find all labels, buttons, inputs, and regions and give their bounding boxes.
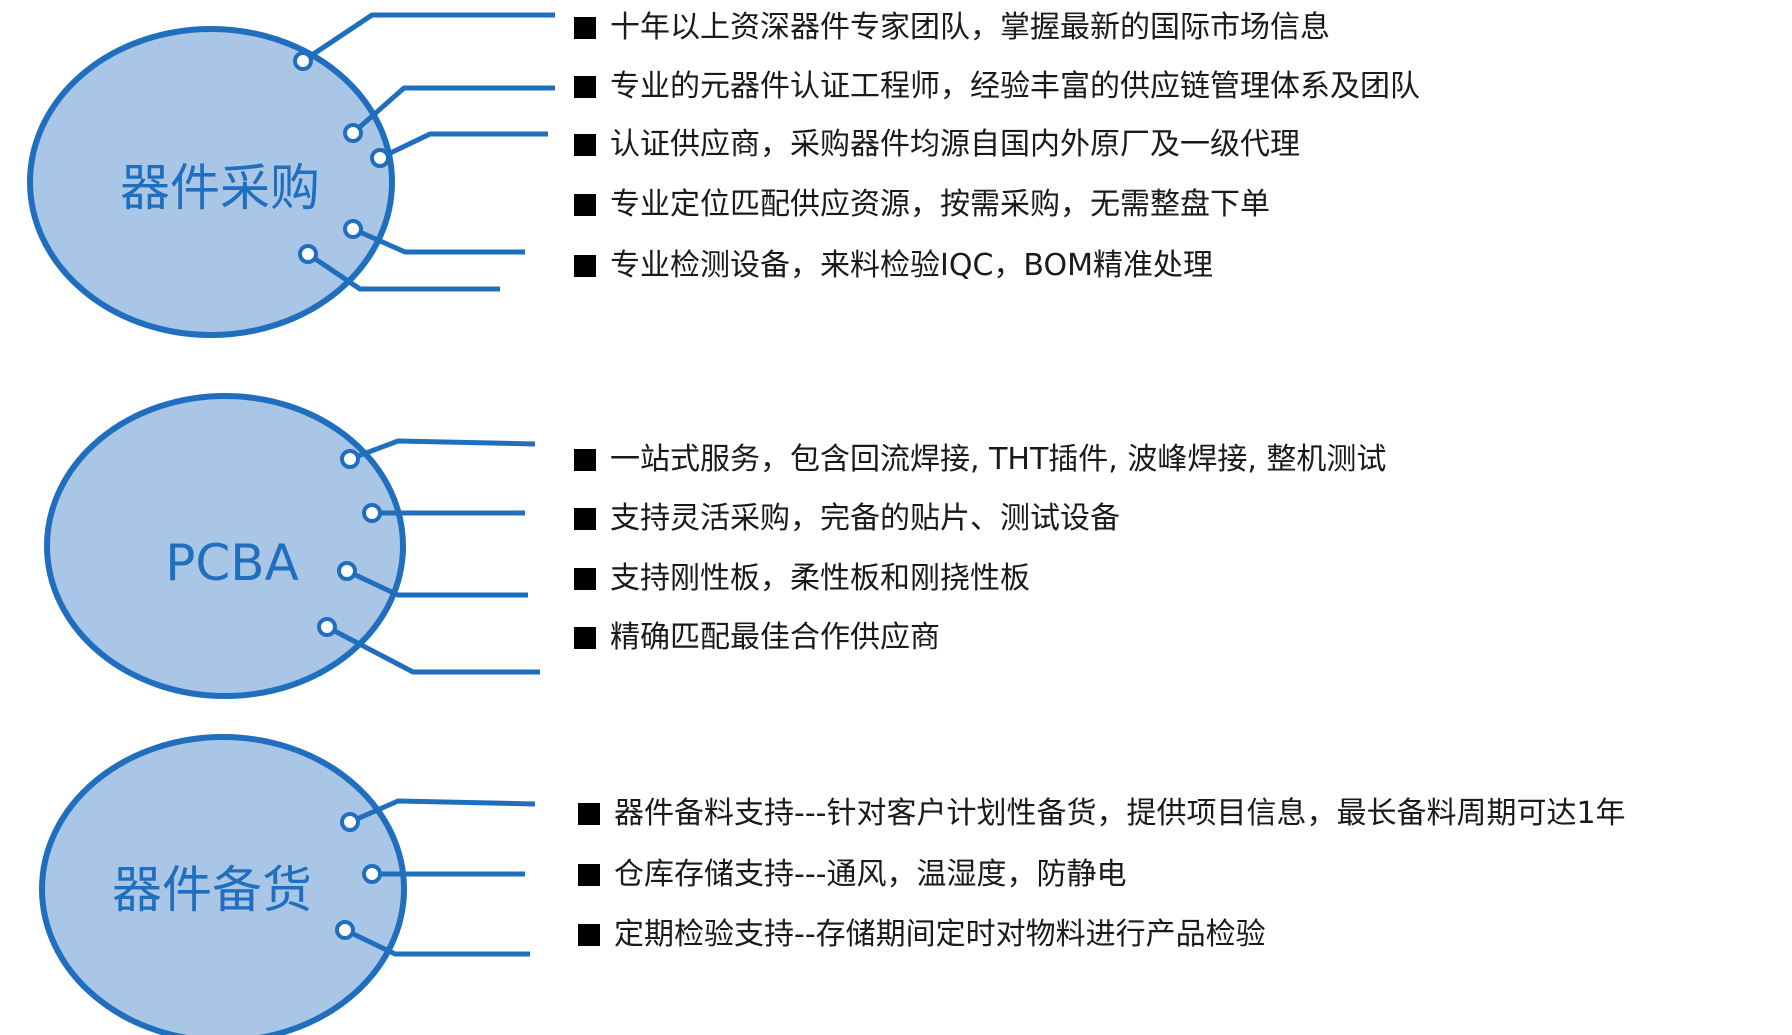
list-item: 专业的元器件认证工程师，经验丰富的供应链管理体系及团队	[574, 69, 1420, 105]
black-square-bullet-icon	[578, 864, 600, 886]
black-square-bullet-icon	[574, 134, 596, 156]
procurement-connector-dot-5	[298, 244, 318, 264]
black-square-bullet-icon	[574, 17, 596, 39]
list-item-text: 支持灵活采购，完备的贴片、测试设备	[610, 501, 1120, 536]
list-item-text: 器件备料支持---针对客户计划性备货，提供项目信息，最长备料周期可达1年	[614, 796, 1626, 831]
group-procurement: 器件采购	[27, 12, 555, 338]
list-item: 十年以上资深器件专家团队，掌握最新的国际市场信息	[574, 10, 1330, 46]
procurement-connector-1	[301, 12, 555, 64]
list-item-text: 一站式服务，包含回流焊接, THT插件, 波峰焊接, 整机测试	[610, 442, 1387, 477]
list-item-text: 认证供应商，采购器件均源自国内外原厂及一级代理	[610, 127, 1300, 162]
stocking-connector-dot-1	[340, 812, 360, 832]
pcba-connector-dot-1	[340, 449, 360, 469]
list-item: 认证供应商，采购器件均源自国内外原厂及一级代理	[574, 127, 1300, 163]
list-item: 专业检测设备，来料检验IQC，BOM精准处理	[574, 248, 1213, 284]
list-item: 支持灵活采购，完备的贴片、测试设备	[574, 501, 1120, 537]
list-item: 专业定位匹配供应资源，按需采购，无需整盘下单	[574, 187, 1270, 223]
group-stocking: 器件备货	[39, 734, 536, 1035]
procurement-connector-5	[306, 251, 500, 292]
black-square-bullet-icon	[574, 255, 596, 277]
procurement-connector-dot-4	[343, 219, 363, 239]
procurement-connector-dot-2	[343, 123, 363, 143]
procurement-connector-2	[351, 85, 555, 135]
list-item-text: 专业检测设备，来料检验IQC，BOM精准处理	[610, 248, 1213, 283]
stocking-connector-dot-3	[335, 920, 355, 940]
black-square-bullet-icon	[578, 924, 600, 946]
procurement-connector-dot-3	[370, 148, 390, 168]
pcba-connector-1	[349, 438, 536, 462]
list-item: 精确匹配最佳合作供应商	[574, 620, 940, 656]
list-item-text: 专业的元器件认证工程师，经验丰富的供应链管理体系及团队	[610, 69, 1420, 104]
black-square-bullet-icon	[574, 627, 596, 649]
pcba-connector-dot-4	[317, 617, 337, 637]
pcba-connector-3	[345, 568, 528, 598]
pcba-connector-dot-3	[337, 561, 357, 581]
stocking-connector-1	[348, 798, 536, 825]
procurement-connector-dot-1	[293, 51, 313, 71]
black-square-bullet-icon	[574, 76, 596, 98]
black-square-bullet-icon	[574, 508, 596, 530]
list-item: 支持刚性板，柔性板和刚挠性板	[574, 561, 1030, 597]
list-item-text: 定期检验支持--存储期间定时对物料进行产品检验	[614, 917, 1266, 952]
list-item-text: 专业定位匹配供应资源，按需采购，无需整盘下单	[610, 187, 1270, 222]
black-square-bullet-icon	[574, 194, 596, 216]
black-square-bullet-icon	[574, 449, 596, 471]
stocking-connector-3	[343, 927, 530, 957]
pcba-title: PCBA	[165, 534, 299, 592]
list-item: 器件备料支持---针对客户计划性备货，提供项目信息，最长备料周期可达1年	[578, 796, 1626, 832]
list-item-text: 仓库存储支持---通风，温湿度，防静电	[614, 857, 1127, 892]
list-item-text: 支持刚性板，柔性板和刚挠性板	[610, 561, 1030, 596]
list-item: 一站式服务，包含回流焊接, THT插件, 波峰焊接, 整机测试	[574, 442, 1386, 478]
group-pcba: PCBA	[44, 393, 540, 699]
procurement-connector-3	[378, 131, 548, 161]
black-square-bullet-icon	[574, 568, 596, 590]
list-item: 定期检验支持--存储期间定时对物料进行产品检验	[578, 917, 1266, 953]
pcba-connector-4	[325, 624, 540, 675]
procurement-title: 器件采购	[120, 159, 320, 217]
stocking-connector-dot-2	[362, 864, 382, 884]
procurement-connector-4	[351, 226, 525, 255]
pcba-connector-dot-2	[362, 503, 382, 523]
pcba-ellipse	[44, 393, 406, 699]
list-item-text: 十年以上资深器件专家团队，掌握最新的国际市场信息	[610, 10, 1330, 45]
black-square-bullet-icon	[578, 803, 600, 825]
list-item: 仓库存储支持---通风，温湿度，防静电	[578, 857, 1126, 893]
list-item-text: 精确匹配最佳合作供应商	[610, 620, 940, 655]
stocking-ellipse	[39, 734, 407, 1035]
stocking-title: 器件备货	[112, 861, 312, 919]
